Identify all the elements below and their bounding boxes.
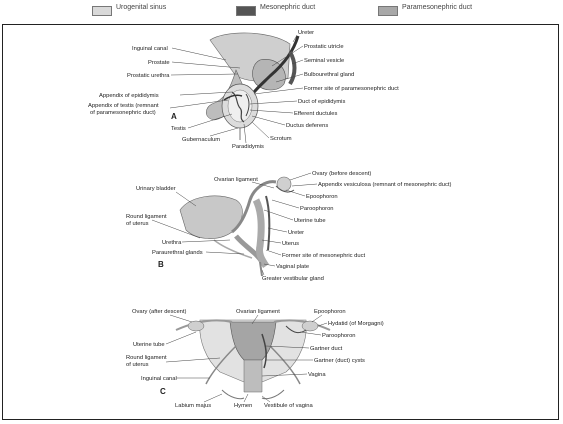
label-a-efferent-ductules: Efferent ductules: [294, 111, 337, 117]
label-a-inguinal-canal: Inguinal canal: [132, 46, 168, 52]
label-a-testis: Testis: [171, 126, 186, 132]
label-b-uterus: Uterus: [282, 241, 299, 247]
label-c-inguinal-canal: Inguinal canal: [141, 376, 177, 382]
panel-b-letter: B: [158, 260, 164, 269]
label-b-paroophoron: Paroophoron: [300, 206, 334, 212]
label-a-duct-of-epididymis: Duct of epididymis: [298, 99, 345, 105]
label-c-ovary-after: Ovary (after descent): [132, 309, 187, 315]
panel-b-illustration: [180, 177, 294, 276]
label-a-appendix-of-epididymis: Appendix of epididymis: [99, 93, 159, 99]
label-b-round-ligament-2: of uterus: [126, 221, 149, 227]
label-a-gubernaculum: Gubernaculum: [182, 137, 220, 143]
label-a-scrotum: Scrotum: [270, 136, 292, 142]
label-c-uterine-tube: Uterine tube: [133, 342, 165, 348]
label-b-paraurethral-glands: Paraurethral glands: [152, 250, 203, 256]
label-c-gartner-cysts: Gartner (duct) cysts: [314, 358, 365, 364]
label-b-ureter: Ureter: [288, 230, 304, 236]
panel-a-letter: A: [171, 112, 177, 121]
panel-c-letter: C: [160, 387, 166, 396]
label-b-epoophoron: Epoophoron: [306, 194, 338, 200]
label-c-vagina: Vagina: [308, 372, 326, 378]
label-b-greater-vestibular-gland: Greater vestibular gland: [262, 276, 324, 282]
label-c-paroophoron: Paroophoron: [322, 333, 356, 339]
label-b-ovary-before: Ovary (before descent): [312, 171, 371, 177]
label-c-epoophoron: Epoophoron: [314, 309, 346, 315]
label-a-bulbourethral-gland: Bulbourethral gland: [304, 72, 354, 78]
label-c-ovarian-ligament: Ovarian ligament: [236, 309, 280, 315]
label-b-uterine-tube: Uterine tube: [294, 218, 326, 224]
label-a-prostate: Prostate: [148, 60, 170, 66]
label-c-round-ligament-2: of uterus: [126, 362, 149, 368]
label-b-vaginal-plate: Vaginal plate: [276, 264, 309, 270]
label-b-former-site-md: Former site of mesonephric duct: [282, 253, 366, 259]
label-a-former-site-pmd: Former site of paramesonephric duct: [304, 86, 399, 92]
label-c-hydatid: Hydatid (of Morgagni): [328, 321, 384, 327]
label-a-ductus-deferens: Ductus deferens: [286, 123, 328, 129]
label-b-ovarian-ligament: Ovarian ligament: [214, 177, 258, 183]
label-b-round-ligament: Round ligament: [126, 214, 167, 220]
label-a-appendix-of-testis: Appendix of testis (remnant: [88, 103, 159, 109]
label-c-vestibule: Vestibule of vagina: [264, 403, 313, 409]
label-b-urethra: Urethra: [162, 240, 182, 246]
label-a-appendix-of-testis-2: of paramesonephric duct): [90, 110, 156, 116]
label-c-hymen: Hymen: [234, 403, 252, 409]
label-a-prostatic-urethra: Prostatic urethra: [127, 73, 170, 79]
label-c-round-ligament: Round ligament: [126, 355, 167, 361]
label-b-urinary-bladder: Urinary bladder: [136, 186, 176, 192]
label-a-ureter: Ureter: [298, 30, 314, 36]
label-a-seminal-vesicle: Seminal vesicle: [304, 58, 344, 64]
panel-a-illustration: [206, 33, 298, 140]
label-c-gartner-duct: Gartner duct: [310, 346, 343, 352]
label-a-prostatic-utricle: Prostatic utricle: [304, 44, 344, 50]
label-c-labium-majus: Labium majus: [175, 403, 211, 409]
label-b-appendix-vesiculosa: Appendix vesiculosa (remnant of mesoneph…: [318, 182, 451, 188]
label-a-paradidymis: Paradidymis: [232, 144, 264, 150]
